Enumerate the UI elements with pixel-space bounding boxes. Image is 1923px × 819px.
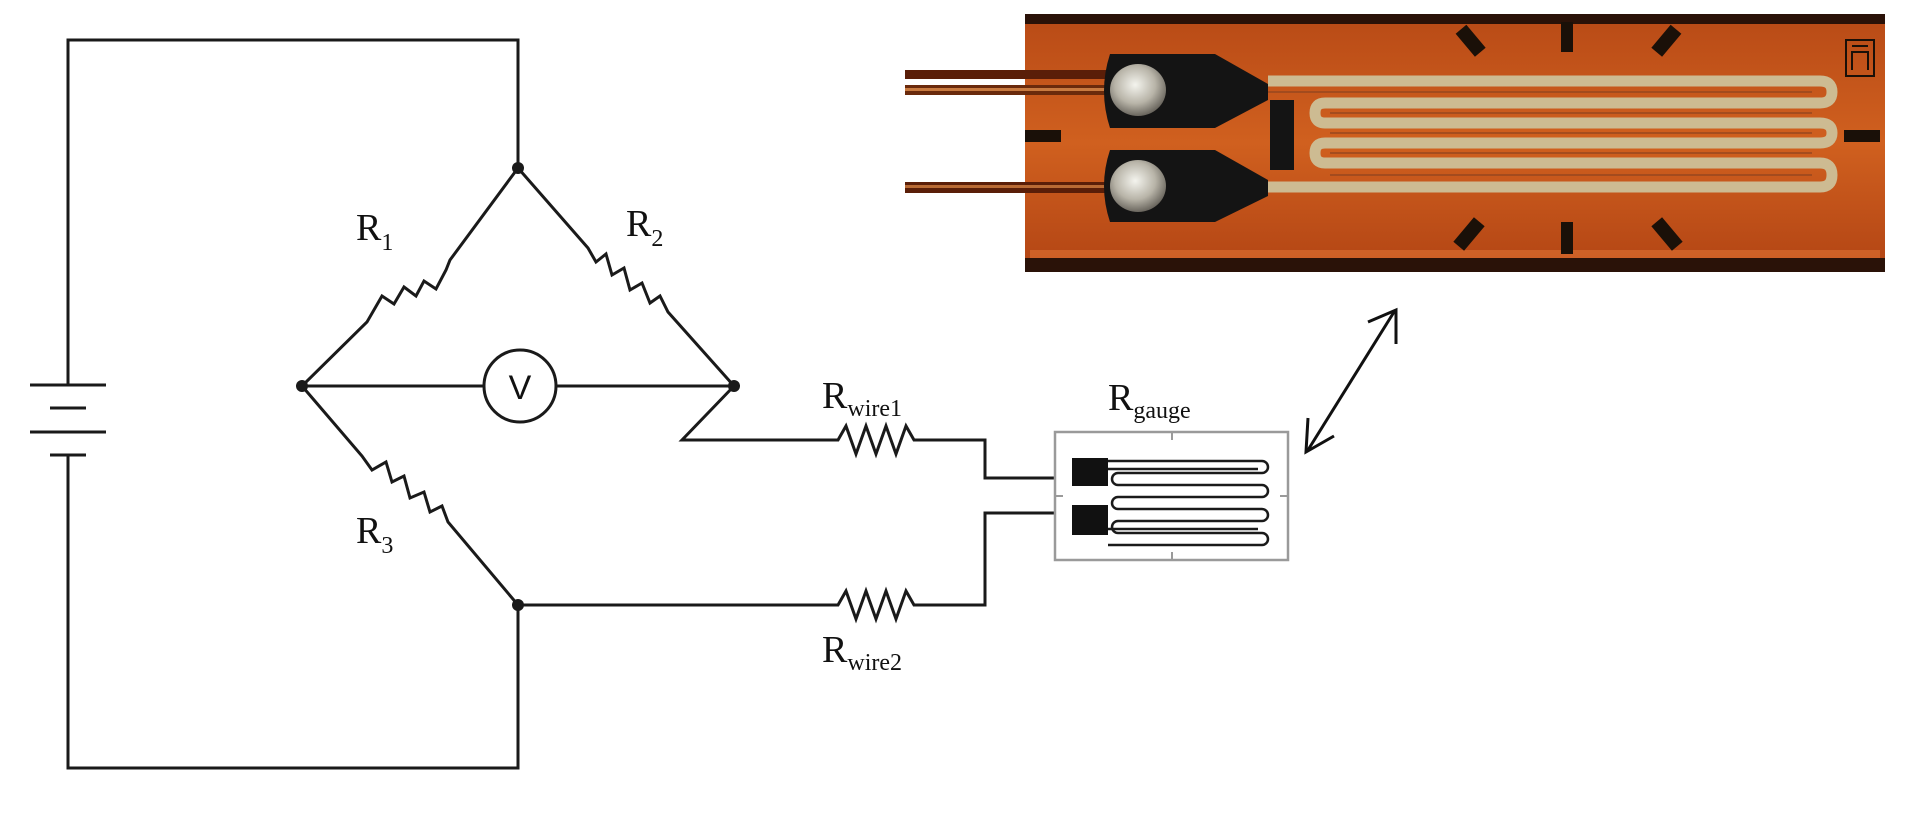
rwire1-wire — [678, 384, 1072, 480]
circuit-wires — [66, 38, 1072, 770]
r1-branch-wire — [300, 167, 520, 388]
photo-logo-mark — [1845, 39, 1875, 77]
r3-label: R3 — [356, 510, 393, 559]
double-arrow-icon — [1304, 307, 1398, 455]
photo-lead-wires — [905, 70, 1137, 193]
right-node — [728, 380, 740, 392]
voltmeter: V — [482, 348, 558, 424]
bottom-node — [512, 599, 524, 611]
gauge-grid — [1108, 459, 1270, 547]
r1-label: R1 — [356, 207, 393, 256]
rgauge-label: Rgauge — [1108, 377, 1191, 424]
left-node — [296, 380, 308, 392]
battery-top-wire — [66, 38, 520, 385]
strain-gauge-symbol — [1053, 430, 1290, 562]
r2-branch-wire — [516, 167, 736, 387]
voltmeter-label: V — [509, 369, 532, 407]
rwire2-wire — [518, 511, 1072, 624]
r3-branch-wire — [300, 385, 520, 606]
rwire1-label: Rwire1 — [822, 375, 902, 422]
battery-bottom-wire — [66, 455, 520, 770]
photo-foil-grid — [1268, 75, 1838, 193]
r2-label: R2 — [626, 203, 663, 252]
strain-gauge-photo — [905, 14, 1885, 272]
gauge-pad-top — [1072, 458, 1108, 486]
top-node — [512, 162, 524, 174]
battery-symbol — [30, 383, 106, 457]
gauge-pad-bottom — [1072, 505, 1108, 535]
rwire2-label: Rwire2 — [822, 629, 902, 676]
